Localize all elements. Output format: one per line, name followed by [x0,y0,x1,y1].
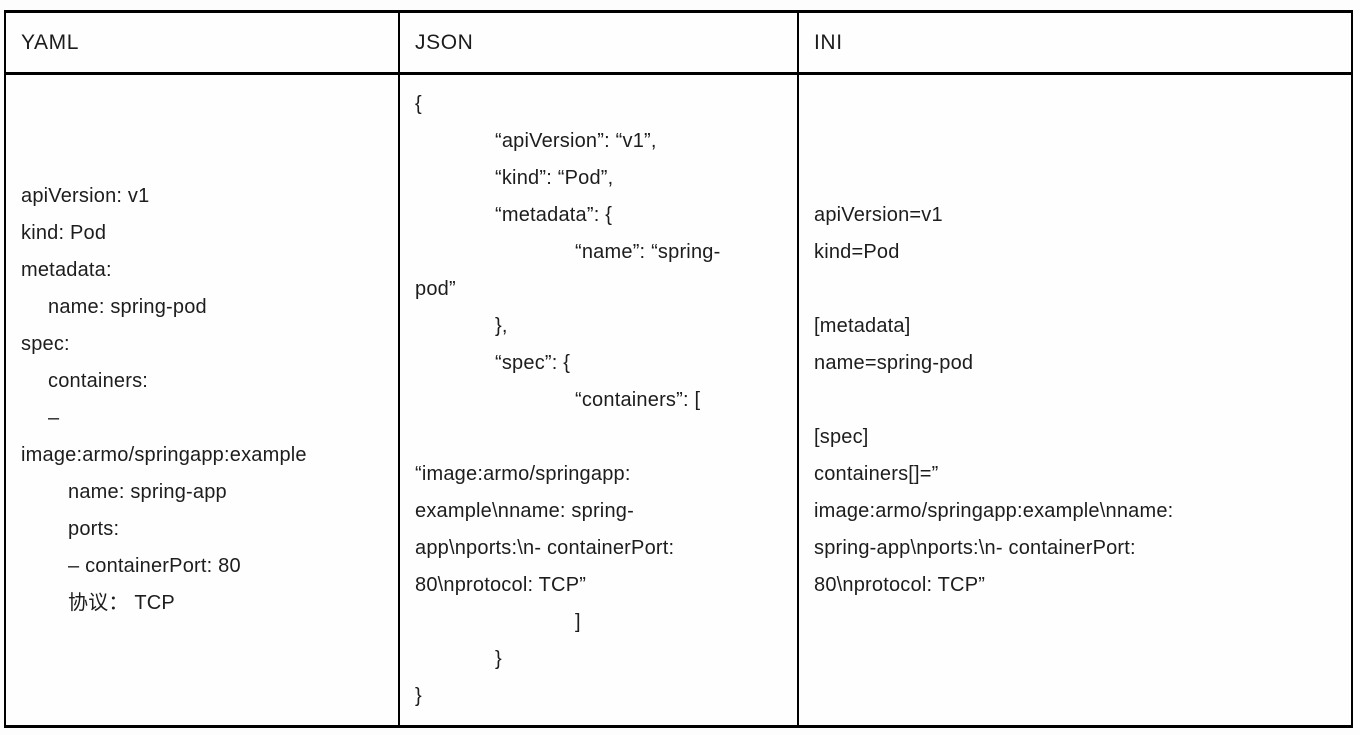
code-line: image:armo/springapp:example [21,444,307,466]
code-line: spec: [21,333,70,355]
code-line: apiVersion=v1 [814,203,943,226]
code-line-blank [415,419,785,456]
code-line: [spec] [814,425,869,448]
code-line: “kind”: “Pod”, [495,166,614,189]
code-line: – containerPort: 80 [68,555,241,577]
code-line: } [415,684,422,707]
format-comparison-table: YAML JSON INI apiVersion: v1 kind: Pod m… [4,10,1353,728]
yaml-code-cell: apiVersion: v1 kind: Pod metadata: name:… [6,75,400,725]
ini-code-cell: apiVersion=v1 kind=Pod [metadata] name=s… [799,75,1351,725]
code-line: name=spring-pod [814,351,974,374]
code-line: app\nports:\n- containerPort: [415,536,675,559]
column-header-ini: INI [799,13,1351,72]
column-header-yaml-label: YAML [21,30,80,54]
code-line: “image:armo/springapp: [415,462,631,485]
code-line: [metadata] [814,314,911,337]
code-line: containers[]=” [814,462,939,485]
json-code-cell: { “apiVersion”: “v1”, “kind”: “Pod”, “me… [400,75,799,725]
code-line: { [415,92,422,115]
code-line: }, [495,314,508,337]
code-line: “containers”: [ [575,388,701,411]
code-line: kind=Pod [814,240,900,263]
code-line: apiVersion: v1 [21,185,150,207]
code-line: } [495,647,502,670]
code-line: ] [575,610,581,633]
column-header-yaml: YAML [6,13,400,72]
table-header-row: YAML JSON INI [6,13,1351,75]
table-body-row: apiVersion: v1 kind: Pod metadata: name:… [6,75,1351,725]
code-line: pod” [415,277,456,300]
code-line: metadata: [21,259,112,281]
code-line-blank [814,271,1339,308]
code-line: name: spring-app [68,481,227,503]
code-line: “name”: “spring- [575,240,721,263]
column-header-ini-label: INI [814,30,843,54]
code-line-blank [814,382,1339,419]
column-header-json: JSON [400,13,799,72]
code-line: spring-app\nports:\n- containerPort: [814,536,1136,559]
code-line: 80\nprotocol: TCP” [415,573,587,596]
code-line: example\nname: spring- [415,499,634,522]
code-line: name: spring-pod [48,296,207,318]
code-line: 协议： TCP [68,592,175,614]
column-header-json-label: JSON [415,30,474,54]
code-line: kind: Pod [21,222,107,244]
code-line: “apiVersion”: “v1”, [495,129,657,152]
code-line: ports: [68,518,120,540]
code-line: “metadata”: { [495,203,613,226]
code-line: “spec”: { [495,351,571,374]
code-line: – [48,407,60,429]
code-line: containers: [48,370,149,392]
code-line: 80\nprotocol: TCP” [814,573,986,596]
code-line: image:armo/springapp:example\nname: [814,499,1174,522]
